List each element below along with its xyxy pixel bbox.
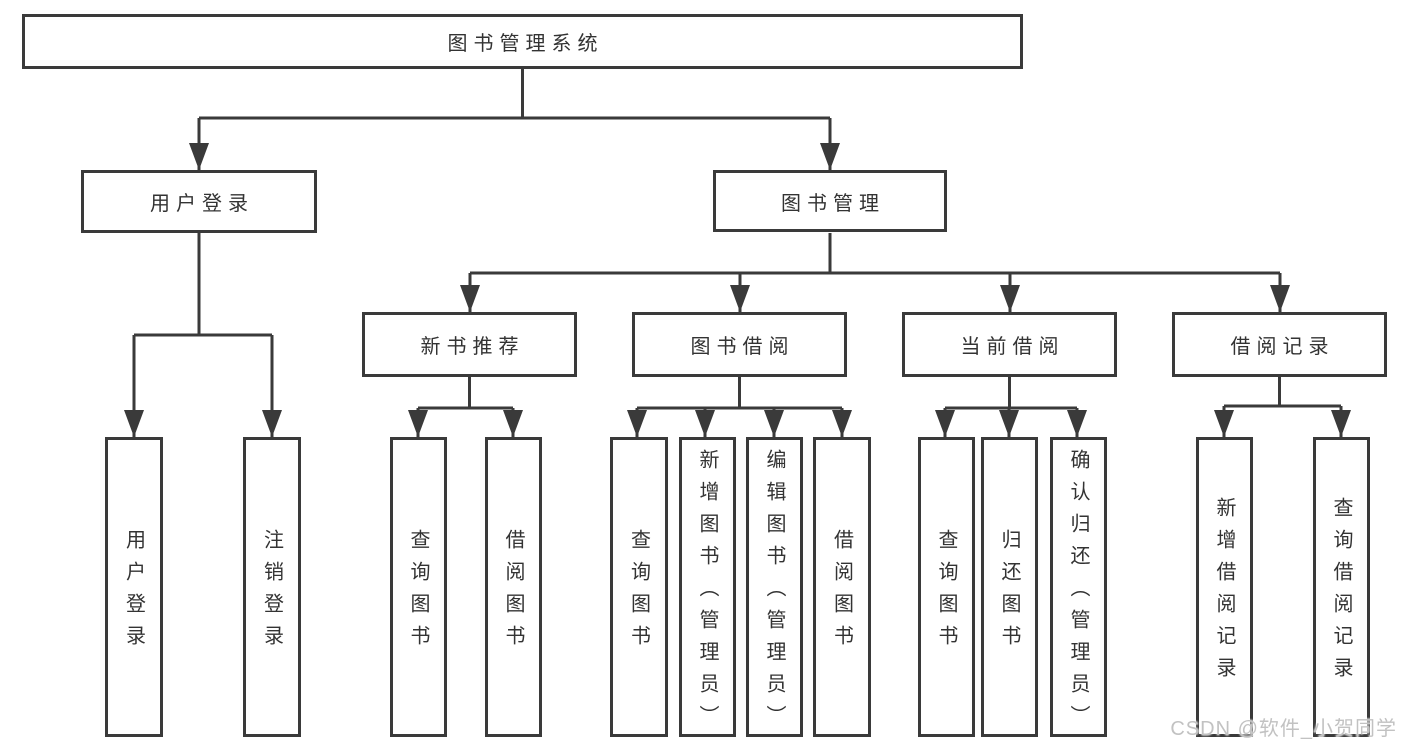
leaf-borrow-borrow-books: 借阅图书 [813, 437, 871, 737]
leaf-confirm-return-admin: 确认归还（管理员） [1050, 437, 1107, 737]
node-new-book-recommend-label: 新书推荐 [420, 336, 525, 358]
leaf-add-book-admin: 新增图书（管理员） [679, 437, 736, 737]
leaf-recommend-query-books-label: 查询图书 [407, 529, 429, 657]
leaf-add-borrow-record-label: 新增借阅记录 [1213, 497, 1235, 689]
connector-lines [132, 69, 1343, 437]
node-borrow-records: 借阅记录 [1172, 312, 1387, 377]
leaf-current-query-books: 查询图书 [918, 437, 975, 737]
node-book-management: 图书管理 [713, 170, 947, 232]
node-book-borrow-label: 图书借阅 [690, 336, 795, 358]
leaf-logout: 注销登录 [243, 437, 301, 737]
leaf-recommend-query-books: 查询图书 [390, 437, 447, 737]
leaf-borrow-query-books: 查询图书 [610, 437, 668, 737]
node-new-book-recommend: 新书推荐 [362, 312, 577, 377]
node-book-management-label: 图书管理 [781, 192, 885, 215]
node-borrow-records-label: 借阅记录 [1230, 336, 1335, 358]
leaf-recommend-borrow-books: 借阅图书 [485, 437, 542, 737]
node-user-login-label: 用户登录 [150, 193, 254, 215]
leaf-borrow-borrow-books-label: 借阅图书 [830, 529, 853, 657]
watermark: CSDN @软件_小贺同学 [1170, 718, 1397, 740]
leaf-return-book-label: 归还图书 [998, 529, 1020, 657]
node-root-label: 图书管理系统 [447, 33, 604, 55]
node-current-borrow-label: 当前借阅 [960, 336, 1065, 358]
leaf-edit-book-admin-label: 编辑图书（管理员） [763, 449, 785, 737]
node-book-borrow: 图书借阅 [632, 312, 847, 377]
leaf-query-borrow-record: 查询借阅记录 [1313, 437, 1370, 737]
leaf-add-borrow-record: 新增借阅记录 [1196, 437, 1253, 737]
leaf-user-login-label: 用户登录 [122, 529, 145, 657]
leaf-return-book: 归还图书 [981, 437, 1038, 737]
leaf-edit-book-admin: 编辑图书（管理员） [746, 437, 803, 737]
leaf-recommend-borrow-books-label: 借阅图书 [502, 529, 524, 657]
leaf-query-borrow-record-label: 查询借阅记录 [1330, 497, 1352, 689]
node-root: 图书管理系统 [22, 14, 1023, 69]
leaf-user-login: 用户登录 [105, 437, 163, 737]
leaf-logout-label: 注销登录 [260, 529, 283, 657]
leaf-confirm-return-admin-label: 确认归还（管理员） [1067, 449, 1089, 737]
node-current-borrow: 当前借阅 [902, 312, 1117, 377]
leaf-add-book-admin-label: 新增图书（管理员） [696, 449, 718, 737]
leaf-current-query-books-label: 查询图书 [935, 529, 957, 657]
node-user-login: 用户登录 [81, 170, 317, 233]
leaf-borrow-query-books-label: 查询图书 [627, 529, 650, 657]
